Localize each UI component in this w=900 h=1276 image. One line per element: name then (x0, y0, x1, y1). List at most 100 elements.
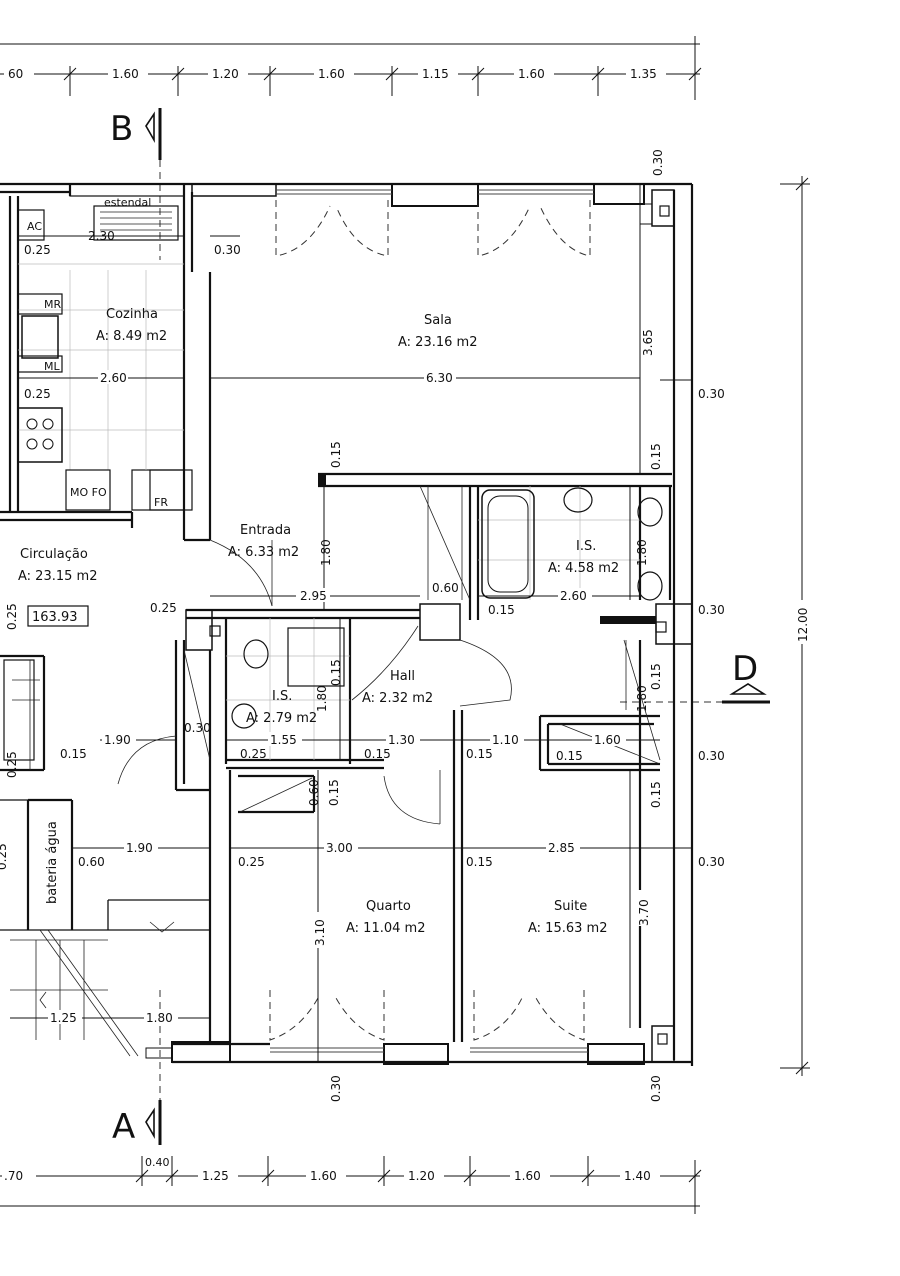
sala-area: A: 23.16 m2 (398, 335, 477, 350)
dim-030-bot1: 0.30 (329, 1075, 343, 1102)
dim-295: 2.95 (300, 589, 327, 603)
top-dim-4: 1.15 (422, 67, 449, 81)
ac-label: AC (27, 220, 42, 233)
entrada-name: Entrada (240, 523, 291, 538)
dim-015-g: 0.15 (364, 747, 391, 761)
dim-015-e: 0.15 (649, 663, 663, 690)
suite-name: Suite (554, 899, 587, 914)
dim-015-b: 0.15 (649, 443, 663, 470)
dim-155: 1.55 (270, 733, 297, 747)
top-dim-1: 1.60 (112, 67, 139, 81)
kitchen-fixtures: AC MR ML MO FO FR estendal (17, 196, 185, 511)
dim-160: 1.60 (594, 733, 621, 747)
suite-area: A: 15.63 m2 (528, 921, 607, 936)
dim-015-f: 0.15 (60, 747, 87, 761)
entrada-area: A: 6.33 m2 (228, 545, 299, 560)
dim-030-r1: 0.30 (698, 387, 725, 401)
interior-walls (0, 196, 693, 1042)
kitchen-tiles (18, 263, 184, 470)
quarto-area: A: 11.04 m2 (346, 921, 425, 936)
dim-260: 2.60 (100, 371, 127, 385)
hall-area: A: 2.32 m2 (362, 691, 433, 706)
dim-030-cozinha: 0.30 (214, 243, 241, 257)
top-dim-5: 1.60 (518, 67, 545, 81)
dim-370: 3.70 (637, 899, 651, 926)
dim-310: 3.10 (313, 919, 327, 946)
top-dim-6: 1.35 (630, 67, 657, 81)
dim-260-b: 2.60 (560, 589, 587, 603)
dim-015-j: 0.15 (327, 779, 341, 806)
dim-015-h: 0.15 (466, 747, 493, 761)
dimension-texts: 0.30 0.30 2.30 0.25 0.25 2.60 6.30 3.65 … (0, 149, 725, 1102)
dim-030-r4: 0.30 (698, 855, 725, 869)
bottom-dimension-chain: .70 0.40 1.25 1.60 1.20 1.60 1.40 (0, 1156, 702, 1214)
dim-180-e: 1.80 (146, 1011, 173, 1025)
dim-110: 1.10 (492, 733, 519, 747)
dim-025-f: 0.25 (238, 855, 265, 869)
dim-015-k: 0.15 (649, 781, 663, 808)
dim-180-a: 1.80 (319, 539, 333, 566)
windows (270, 189, 594, 1053)
top-dimension-chain: 60 1.60 1.20 1.60 1.15 1.60 1.35 (0, 36, 702, 100)
dim-180-c: 1.80 (315, 685, 329, 712)
dim-025-left: 0.25 (5, 751, 19, 778)
dim-060-b: 0.60 (307, 779, 321, 806)
dim-015-c: 0.15 (488, 603, 515, 617)
dim-125: 1.25 (50, 1011, 77, 1025)
dim-030-c: 0.30 (184, 721, 211, 735)
right-total-dimension: 12.00 (780, 176, 810, 1076)
dim-300: 3.00 (326, 841, 353, 855)
mo-fo-label: MO FO (70, 486, 107, 499)
section-b-label: B (110, 109, 133, 149)
doors (117, 200, 661, 1041)
dim-060-a: 0.60 (432, 581, 459, 595)
stair (3, 659, 175, 1057)
bottom-dim-2: 1.25 (202, 1169, 229, 1183)
section-d-label: D (732, 649, 758, 689)
is-small-name: I.S. (272, 689, 292, 704)
total-height-dim: 12.00 (796, 608, 810, 642)
section-marker-a: A (112, 990, 162, 1147)
dim-025-a: 0.25 (24, 243, 51, 257)
dim-230: 2.30 (88, 229, 115, 243)
dim-025-b: 0.25 (24, 387, 51, 401)
dim-180-b: 1.80 (635, 539, 649, 566)
bottom-dim-3: 1.60 (310, 1169, 337, 1183)
dim-030-r2: 0.30 (698, 603, 725, 617)
dim-030-r3: 0.30 (698, 749, 725, 763)
section-a-label: A (112, 1107, 135, 1147)
mr-label: MR (44, 298, 61, 311)
cozinha-area: A: 8.49 m2 (96, 329, 167, 344)
dim-180-d: 1.80 (635, 685, 649, 712)
dim-015-i: 0.15 (556, 749, 583, 763)
dim-015-d: 0.15 (329, 659, 343, 686)
dim-060-c: 0.60 (78, 855, 105, 869)
circulacao-area: A: 23.15 m2 (18, 569, 97, 584)
dim-190-a: 1.90 (104, 733, 131, 747)
estendal-label: estendal (104, 196, 151, 209)
dim-130: 1.30 (388, 733, 415, 747)
elevation-label: 163.93 (32, 610, 78, 625)
dim-015-a: 0.15 (329, 441, 343, 468)
dim-365: 3.65 (641, 329, 655, 356)
cozinha-name: Cozinha (106, 307, 158, 322)
top-dim-3: 1.60 (318, 67, 345, 81)
bottom-dim-6: 1.40 (624, 1169, 651, 1183)
dim-025-e: 0.25 (240, 747, 267, 761)
sala-name: Sala (424, 313, 452, 328)
bottom-dim-0: .70 (4, 1169, 23, 1183)
is-small-area: A: 2.79 m2 (246, 711, 317, 726)
top-dim-0: 60 (8, 67, 23, 81)
bateria-agua-label: bateria água (45, 821, 60, 904)
is-main-area: A: 4.58 m2 (548, 561, 619, 576)
section-marker-b: B (110, 108, 162, 260)
bottom-dim-4: 1.20 (408, 1169, 435, 1183)
dim-285: 2.85 (548, 841, 575, 855)
dim-025-d: 0.25 (5, 603, 19, 630)
dim-030-top: 0.30 (651, 149, 665, 176)
quarto-name: Quarto (366, 899, 411, 914)
room-labels: Sala A: 23.16 m2 Cozinha A: 8.49 m2 Entr… (18, 307, 619, 936)
section-marker-d: D (620, 649, 770, 704)
circulacao-name: Circulação (20, 547, 88, 562)
